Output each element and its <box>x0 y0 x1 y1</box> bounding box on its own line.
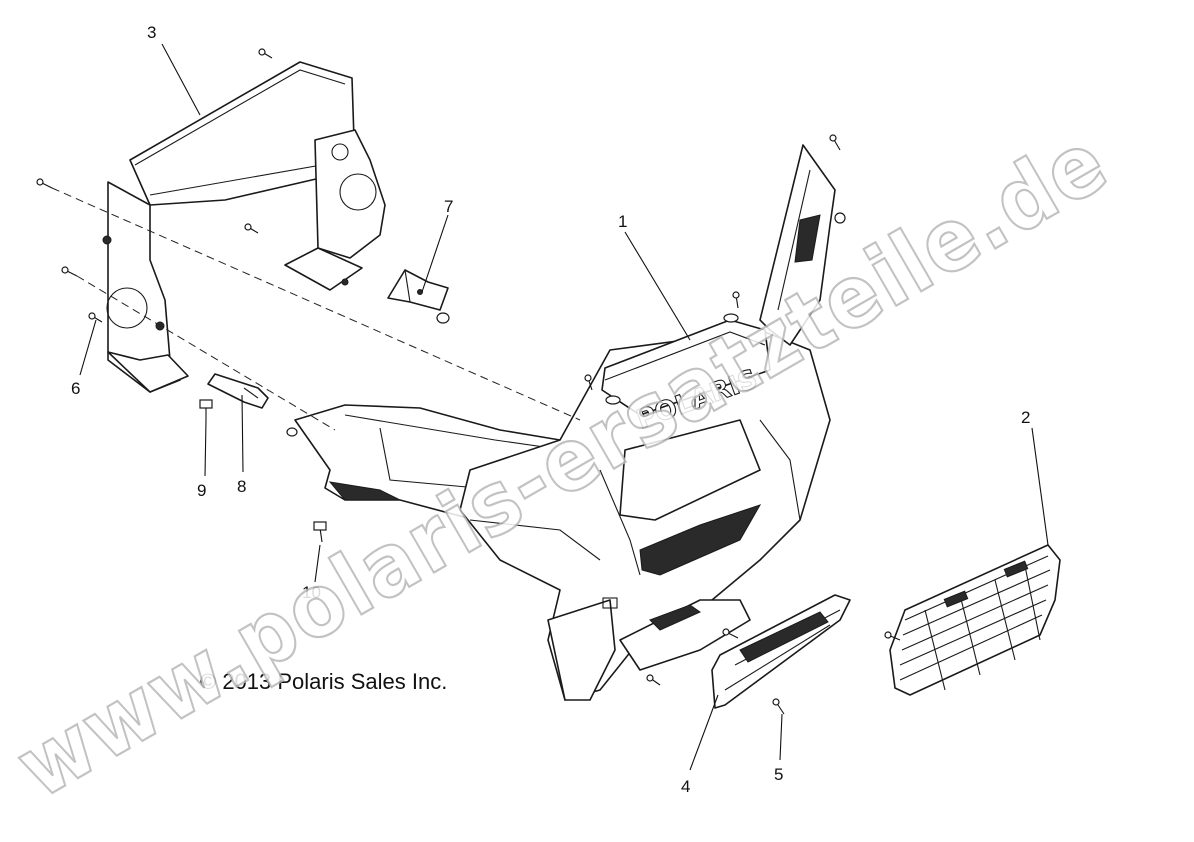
screw-icon <box>829 134 841 151</box>
part-3-bracket-frame <box>102 61 386 393</box>
callout-3: 3 <box>147 23 156 42</box>
callout-8: 8 <box>237 477 246 496</box>
part-7-bracket <box>387 269 450 324</box>
screw-icon <box>36 178 53 189</box>
assembly-lines <box>51 187 581 431</box>
part-2-mesh-grille <box>889 544 1061 696</box>
screw-icon <box>732 291 740 309</box>
screw-icon <box>772 698 785 715</box>
screw-icon <box>313 521 327 543</box>
part-4-lower-grille <box>711 594 851 709</box>
callout-9: 9 <box>197 481 206 500</box>
callout-leaders <box>79 43 1049 771</box>
part-8-clip <box>207 373 269 409</box>
screw-icon <box>584 374 593 391</box>
screw-icon <box>722 628 739 639</box>
copyright-notice: © 2013 Polaris Sales Inc. <box>200 669 447 694</box>
callout-7: 7 <box>444 197 453 216</box>
screw-icon <box>61 266 78 277</box>
screw-icon <box>244 223 259 234</box>
callout-6: 6 <box>71 379 80 398</box>
screw-icon <box>646 674 661 686</box>
watermark-text: www.polaris-ersatzteile.de <box>1 112 1125 819</box>
callout-2: 2 <box>1021 408 1030 427</box>
screw-icon <box>88 312 103 323</box>
fasteners <box>36 48 901 715</box>
callout-1: 1 <box>618 212 627 231</box>
callout-4: 4 <box>681 777 690 796</box>
mesh-pattern <box>899 555 1051 691</box>
screw-icon <box>199 399 213 420</box>
callout-10: 10 <box>302 583 321 602</box>
screw-icon <box>258 48 273 59</box>
callout-5: 5 <box>774 765 783 784</box>
callout-labels: 1 2 3 4 5 6 7 8 9 10 <box>71 23 1030 796</box>
screw-icon <box>884 631 901 641</box>
part-1-front-bumper: POLARIS <box>286 144 846 701</box>
